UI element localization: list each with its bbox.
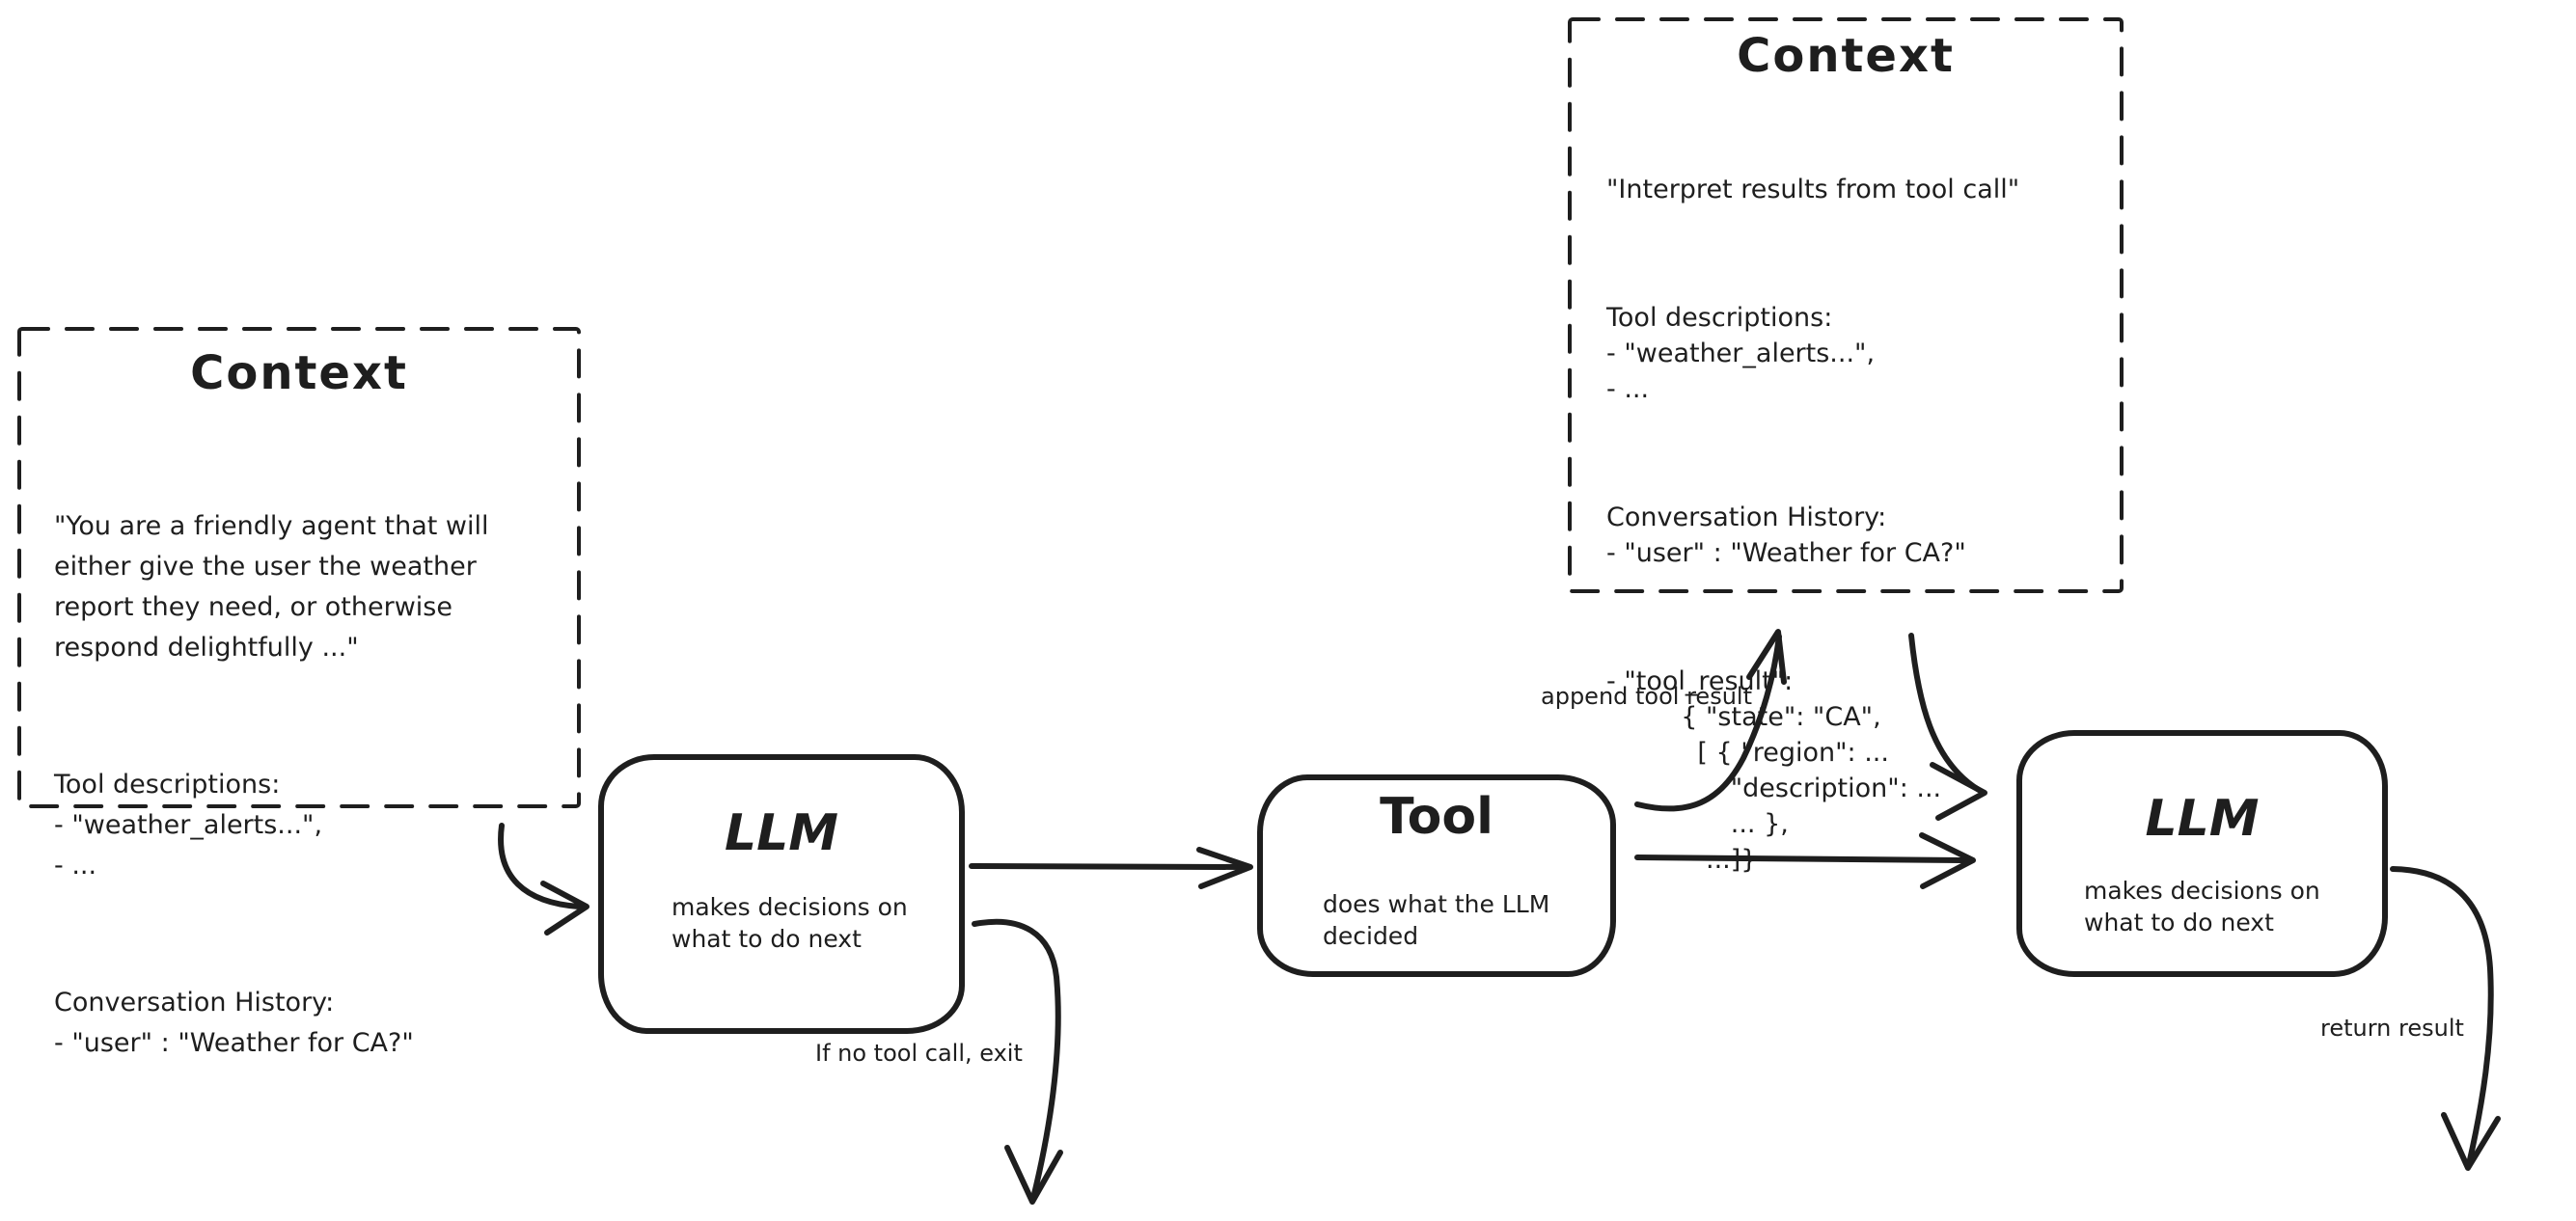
arrow-llm2-return bbox=[2390, 866, 2494, 1167]
node-tool: Tool does what the LLM decided bbox=[1257, 774, 1616, 977]
arrowhead-tool-to-context-right bbox=[1746, 629, 1787, 685]
arrow-tool-to-llm2 bbox=[1634, 855, 1969, 863]
arrow-tool-to-context-right bbox=[1634, 634, 1782, 812]
context-left-body: "You are a friendly agent that will eith… bbox=[19, 425, 579, 1160]
context-left-title: Context bbox=[190, 346, 408, 400]
context-left-tool-descriptions: Tool descriptions: - "weather_alerts..."… bbox=[54, 769, 323, 881]
context-box-right: Context "Interpret results from tool cal… bbox=[1570, 19, 2122, 875]
node-llm-2-subtitle: makes decisions on what to do next bbox=[2084, 877, 2320, 936]
context-right-conversation-history: Conversation History: - "user" : "Weathe… bbox=[1606, 502, 1966, 568]
context-right-tool-result: - "tool_result": { "state": "CA", [ { "r… bbox=[1606, 665, 1942, 875]
edge-label-if-no-tool-call-exit: If no tool call, exit bbox=[815, 1040, 1023, 1067]
node-llm-1-subtitle: makes decisions on what to do next bbox=[671, 893, 908, 953]
context-left-conversation-history: Conversation History: - "user" : "Weathe… bbox=[54, 987, 414, 1058]
arrowhead-llm2-return bbox=[2441, 1112, 2501, 1171]
context-left-system-prompt: "You are a friendly agent that will eith… bbox=[54, 510, 489, 663]
edge-label-append-tool-result: append tool result bbox=[1541, 683, 1752, 710]
context-right-system-prompt: "Interpret results from tool call" bbox=[1606, 174, 2020, 204]
arrowhead-context-right-to-llm2 bbox=[1930, 762, 1987, 821]
node-tool-title: Tool bbox=[1380, 788, 1494, 846]
context-right-frame bbox=[1568, 17, 2124, 593]
node-llm-2-title: LLM bbox=[2145, 790, 2260, 848]
node-llm-2: LLM makes decisions on what to do next bbox=[2016, 730, 2388, 977]
arrowhead-llm1-to-tool bbox=[1196, 847, 1253, 889]
node-llm-1-title: LLM bbox=[724, 804, 838, 862]
context-right-title: Context bbox=[1737, 29, 1955, 83]
node-tool-subtitle: does what the LLM decided bbox=[1323, 890, 1550, 950]
node-llm-1: LLM makes decisions on what to do next bbox=[598, 754, 965, 1034]
arrow-context-left-to-llm1 bbox=[498, 823, 582, 909]
arrowhead-context-left-to-llm1 bbox=[540, 881, 589, 936]
arrow-llm1-to-tool bbox=[969, 863, 1246, 870]
edge-label-return-result: return result bbox=[2320, 1015, 2464, 1042]
context-right-tool-descriptions: Tool descriptions: - "weather_alerts..."… bbox=[1606, 302, 1876, 404]
context-right-body: "Interpret results from tool call" Tool … bbox=[1570, 100, 2122, 970]
context-left-frame bbox=[17, 327, 581, 808]
arrowhead-tool-to-llm2 bbox=[1919, 832, 1976, 889]
context-box-left: Context "You are a friendly agent that w… bbox=[19, 329, 579, 1058]
arrowhead-llm1-exit bbox=[1004, 1145, 1063, 1205]
arrow-llm1-exit bbox=[972, 918, 1061, 1201]
